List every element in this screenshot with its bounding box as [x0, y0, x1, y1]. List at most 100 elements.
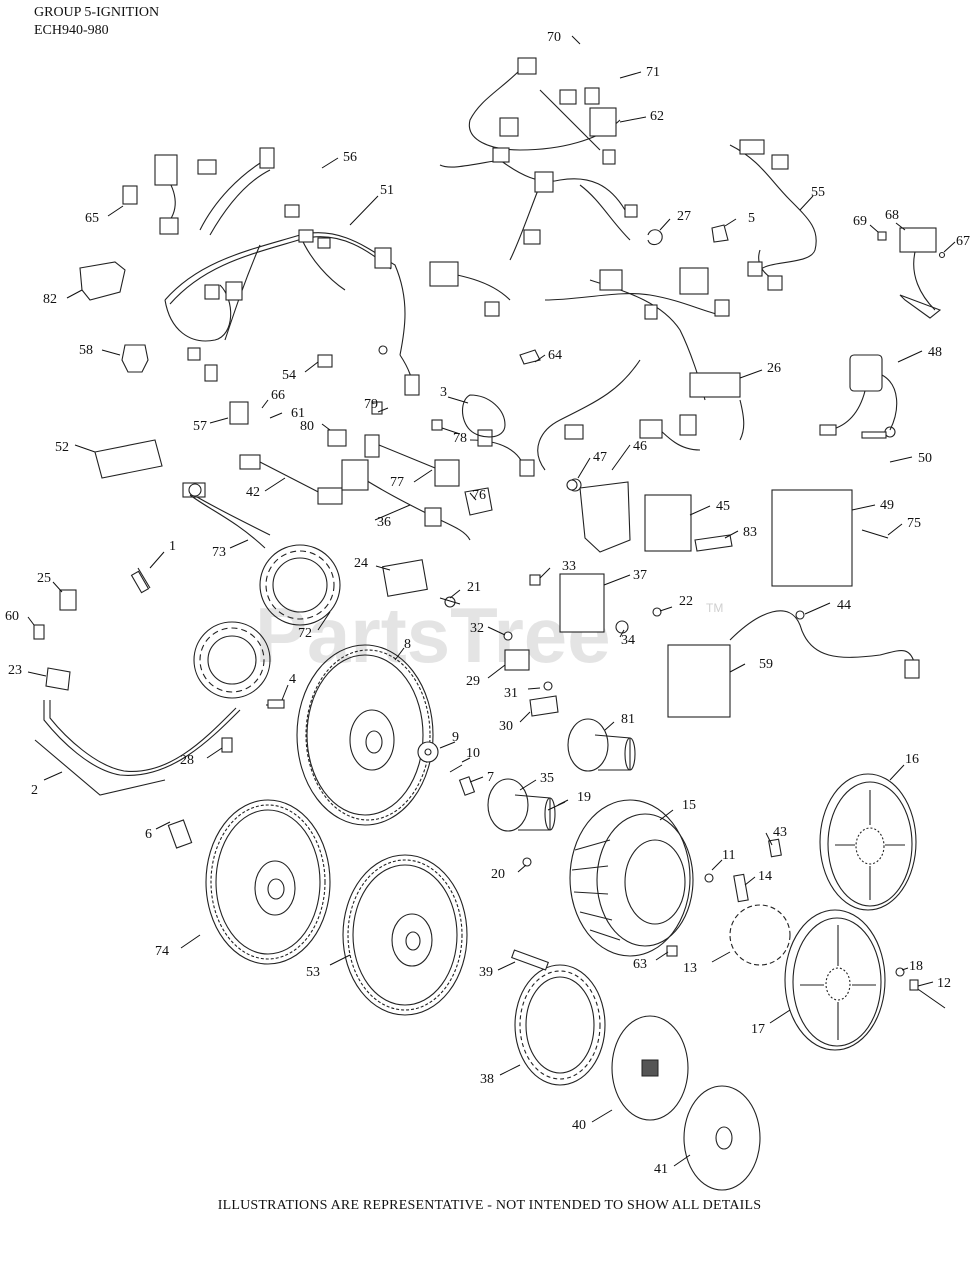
callout-12: 12 — [937, 976, 951, 991]
callout-60: 60 — [5, 609, 19, 624]
callout-79: 79 — [364, 397, 378, 412]
callout-50: 50 — [918, 451, 932, 466]
callout-8: 8 — [404, 637, 411, 652]
callout-54: 54 — [282, 368, 296, 383]
pin-39 — [511, 949, 549, 971]
callout-20: 20 — [491, 867, 505, 882]
callout-19: 19 — [577, 790, 591, 805]
callout-labels: 1 2 3 4 5 6 7 8 9 10 11 12 13 14 15 16 1… — [5, 30, 970, 1177]
callout-65: 65 — [85, 211, 99, 226]
callout-14: 14 — [758, 869, 772, 884]
callout-43: 43 — [773, 825, 787, 840]
wiring-harness-62 — [429, 57, 638, 317]
callout-63: 63 — [633, 957, 647, 972]
callout-58: 58 — [79, 343, 93, 358]
callout-53: 53 — [306, 965, 320, 980]
callout-55: 55 — [811, 185, 825, 200]
callout-18: 18 — [909, 959, 923, 974]
callout-76: 76 — [472, 488, 486, 503]
callout-78: 78 — [453, 431, 467, 446]
callout-28: 28 — [180, 753, 194, 768]
diagram-group-title: GROUP 5-IGNITION — [34, 5, 160, 20]
callout-32: 32 — [470, 621, 484, 636]
disc-41 — [683, 1085, 761, 1191]
callout-25: 25 — [37, 571, 51, 586]
callout-2: 2 — [31, 783, 38, 798]
callout-71: 71 — [646, 65, 660, 80]
small-parts-center — [182, 224, 729, 541]
callout-39: 39 — [479, 965, 493, 980]
callout-6: 6 — [145, 827, 152, 842]
callout-49: 49 — [880, 498, 894, 513]
callout-47: 47 — [593, 450, 607, 465]
callout-15: 15 — [682, 798, 696, 813]
wiring-harness-26 — [469, 267, 745, 477]
disclaimer-footer: ILLUSTRATIONS ARE REPRESENTATIVE - NOT I… — [217, 1198, 762, 1213]
hardware-center — [382, 559, 662, 867]
callout-72: 72 — [298, 626, 312, 641]
callout-3: 3 — [440, 385, 447, 400]
callout-30: 30 — [499, 719, 513, 734]
callout-11: 11 — [722, 848, 735, 863]
ring-38 — [514, 964, 606, 1086]
callout-17: 17 — [751, 1022, 765, 1037]
callout-36: 36 — [377, 515, 391, 530]
leader-lines — [27, 35, 956, 1167]
wiring-harness-48 — [819, 354, 898, 438]
flywheel-53 — [342, 854, 468, 1016]
callout-62: 62 — [650, 109, 664, 124]
callout-59: 59 — [759, 657, 773, 672]
callout-57: 57 — [193, 419, 207, 434]
callout-46: 46 — [633, 439, 647, 454]
callout-67: 67 — [956, 234, 970, 249]
wiring-harness-55 — [729, 139, 817, 291]
callout-22: 22 — [679, 594, 693, 609]
callout-74: 74 — [155, 944, 169, 959]
callout-24: 24 — [354, 556, 368, 571]
watermark-trademark: TM — [706, 601, 723, 615]
callout-41: 41 — [654, 1162, 668, 1177]
callout-73: 73 — [212, 545, 226, 560]
callout-42: 42 — [246, 485, 260, 500]
callout-40: 40 — [572, 1118, 586, 1133]
callout-13: 13 — [683, 961, 697, 976]
callout-70: 70 — [547, 30, 561, 45]
small-parts-left — [33, 185, 333, 849]
callout-29: 29 — [466, 674, 480, 689]
callout-51: 51 — [380, 183, 394, 198]
disc-40 — [611, 1015, 689, 1121]
callout-9: 9 — [452, 730, 459, 745]
flywheel-74 — [205, 799, 331, 965]
callout-68: 68 — [885, 208, 899, 223]
callout-45: 45 — [716, 499, 730, 514]
callout-23: 23 — [8, 663, 22, 678]
callout-5: 5 — [748, 211, 755, 226]
screen-16 — [819, 773, 917, 911]
model-range: ECH940-980 — [34, 23, 109, 38]
callout-75: 75 — [907, 516, 921, 531]
wiring-harness-51 — [154, 147, 420, 396]
callout-77: 77 — [390, 475, 404, 490]
callout-61: 61 — [291, 406, 305, 421]
callout-81: 81 — [621, 712, 635, 727]
callout-31: 31 — [504, 686, 518, 701]
callout-33: 33 — [562, 559, 576, 574]
flywheel-8 — [296, 644, 434, 826]
hardware-right — [666, 838, 946, 1009]
callout-16: 16 — [905, 752, 919, 767]
screen-17 — [784, 909, 886, 1051]
callout-1: 1 — [169, 539, 176, 554]
callout-66: 66 — [271, 388, 285, 403]
module-68 — [877, 227, 946, 319]
callout-64: 64 — [548, 348, 562, 363]
modules-right — [566, 431, 920, 718]
hub-81 — [567, 718, 636, 772]
watermark-text: PartsTree — [255, 591, 611, 679]
callout-48: 48 — [928, 345, 942, 360]
fan-15 — [569, 799, 694, 957]
callout-44: 44 — [837, 598, 851, 613]
callout-4: 4 — [289, 672, 296, 687]
callout-69: 69 — [853, 214, 867, 229]
callout-7: 7 — [487, 770, 494, 785]
